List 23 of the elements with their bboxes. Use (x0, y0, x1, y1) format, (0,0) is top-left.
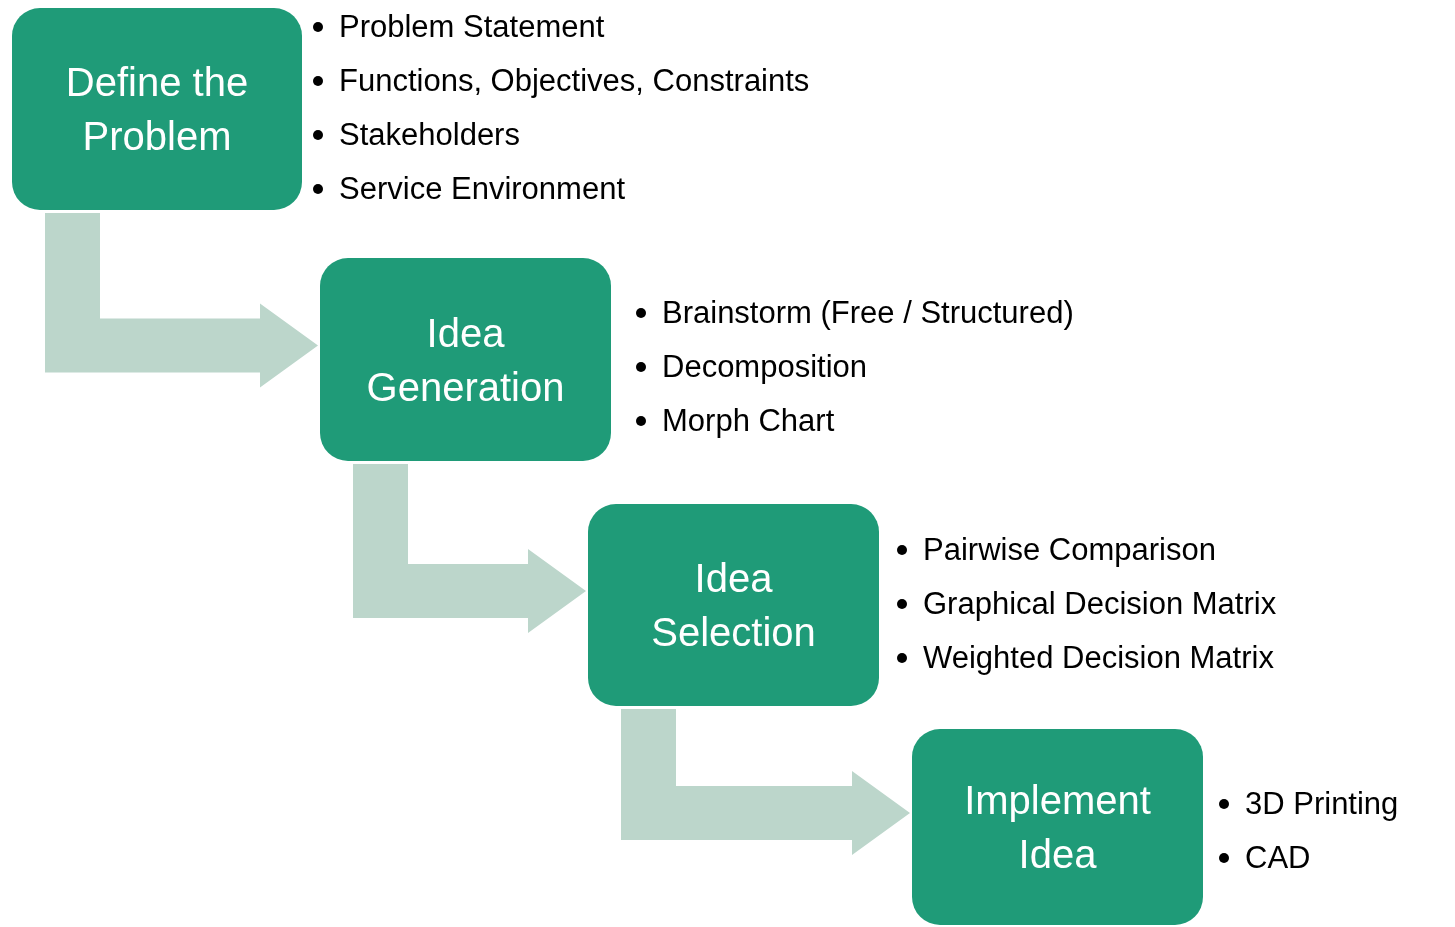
bullet-text: CAD (1245, 839, 1311, 877)
step-title: Define the Problem (64, 59, 250, 160)
step-box (12, 8, 302, 210)
step-title: Idea Generation (365, 309, 566, 411)
step-title: Idea Selection (650, 555, 817, 656)
bullet-text: Pairwise Comparison (923, 531, 1216, 569)
block-arrow (621, 709, 910, 855)
step-box (912, 729, 1203, 925)
bullet-text: Brainstorm (Free / Structured) (662, 294, 1074, 332)
bullet-text: Functions, Objectives, Constraints (339, 62, 810, 100)
bullet-text: Weighted Decision Matrix (923, 639, 1274, 677)
bullet-text: Stakeholders (339, 116, 520, 154)
bullet-text: Graphical Decision Matrix (923, 585, 1277, 623)
bullet-text: Decomposition (662, 348, 868, 386)
block-arrow (353, 464, 586, 633)
block-arrow (45, 213, 318, 388)
step-box (588, 504, 879, 706)
bullet-text: Morph Chart (662, 402, 835, 440)
step-title: Implement Idea (963, 777, 1152, 878)
step-box (320, 258, 611, 461)
bullet-text: Service Environment (339, 170, 625, 208)
bullet-text: 3D Printing (1245, 785, 1399, 823)
bullet-text: Problem Statement (339, 8, 605, 46)
